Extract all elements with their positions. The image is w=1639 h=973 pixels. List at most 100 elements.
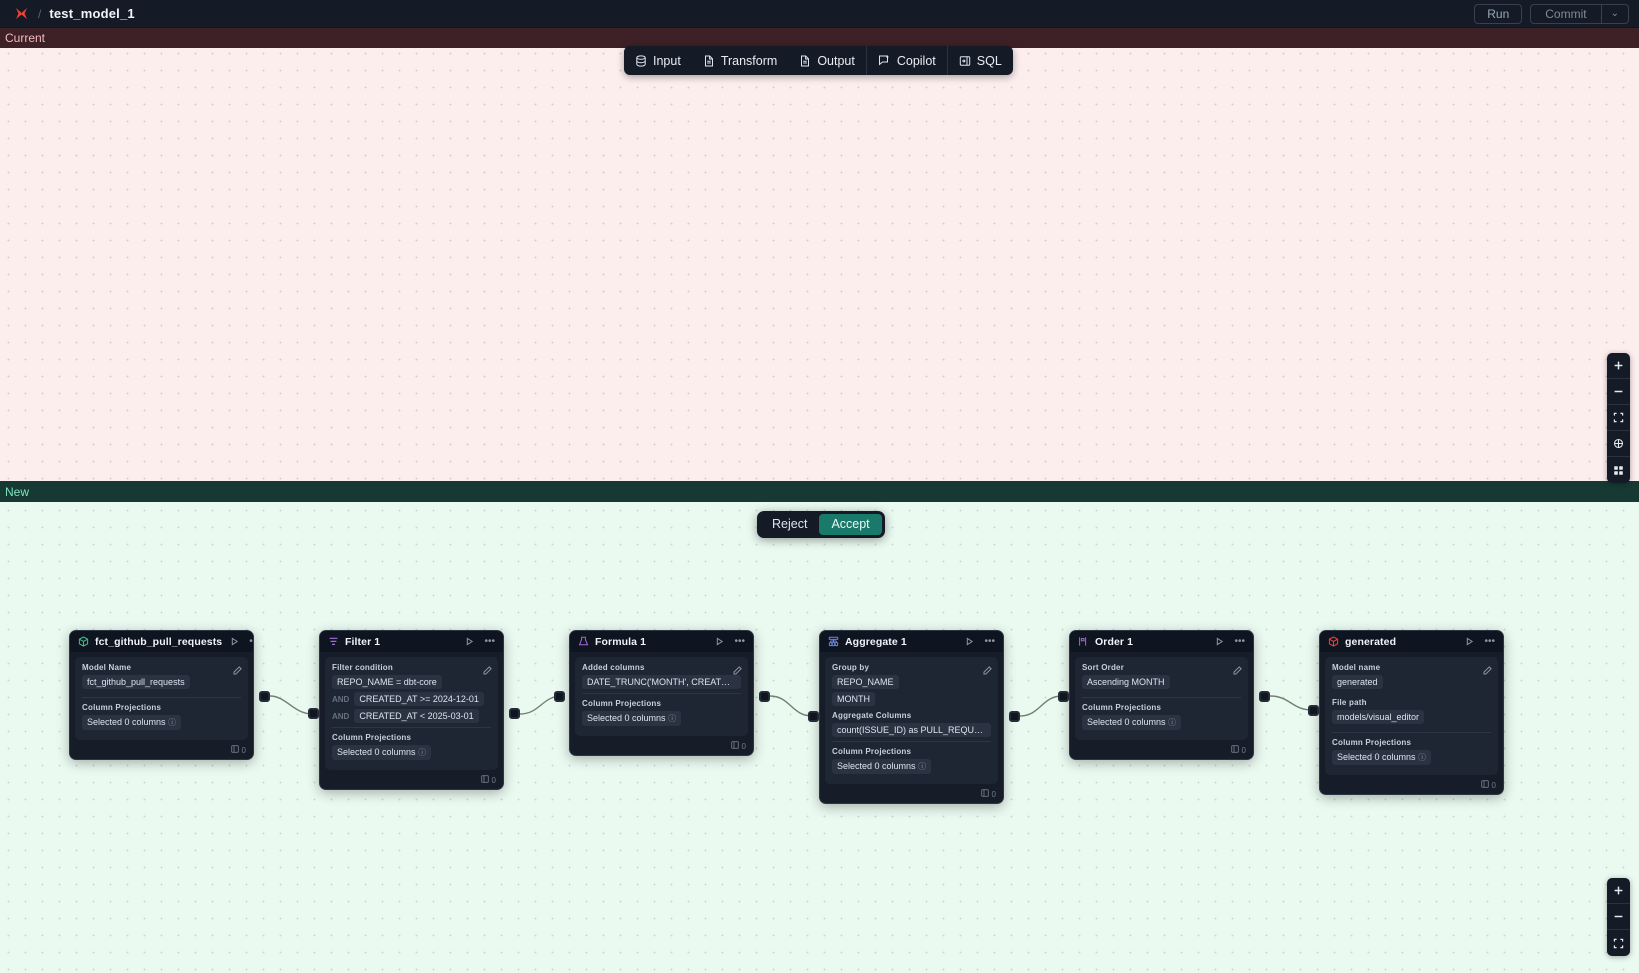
canvas-controls-current xyxy=(1607,353,1630,483)
port-input-generated[interactable] xyxy=(1308,705,1319,716)
rows-icon xyxy=(980,789,989,799)
value-added-columns[interactable]: DATE_TRUNC('MONTH', CREATED_AT… xyxy=(582,675,741,689)
rows-icon xyxy=(1480,780,1489,790)
zoom-in-button[interactable] xyxy=(1607,353,1630,379)
zoom-in-button[interactable] xyxy=(1607,878,1630,904)
node-title: generated xyxy=(1345,635,1397,648)
node-footer: 0 xyxy=(320,775,503,789)
toolbar-item-copilot[interactable]: Copilot xyxy=(865,46,947,75)
node-order-1[interactable]: Order 1 ••• Sort Order Ascending MONTH C… xyxy=(1069,630,1254,761)
value-column-projections[interactable]: Selected 0 columns ⓘ xyxy=(82,715,182,730)
node-more-menu-icon[interactable]: ••• xyxy=(249,636,253,647)
port-output-order[interactable] xyxy=(1259,691,1270,702)
node-header: Order 1 ••• xyxy=(1070,631,1253,652)
edit-pencil-icon[interactable] xyxy=(733,662,742,680)
value-group-by-1[interactable]: REPO_NAME xyxy=(832,675,899,689)
canvas-current[interactable] xyxy=(0,28,1639,481)
toolbar-item-sql[interactable]: SQL xyxy=(946,46,1013,75)
node-run-icon[interactable] xyxy=(228,637,241,646)
value-file-path[interactable]: models/visual_editor xyxy=(1332,710,1425,725)
port-output-formula[interactable] xyxy=(759,691,770,702)
run-button[interactable]: Run xyxy=(1474,3,1523,24)
node-filter-1[interactable]: Filter 1 ••• Filter condition REPO_NAME … xyxy=(319,630,504,791)
field-label-column-projections: Column Projections xyxy=(582,699,662,708)
value-group-by-2[interactable]: MONTH xyxy=(832,692,875,706)
fit-screen-icon[interactable] xyxy=(1607,930,1630,956)
node-toolbar: Input Transform Output Copilot xyxy=(624,46,1013,75)
node-more-menu-icon[interactable]: ••• xyxy=(734,636,745,647)
sql-panel-icon xyxy=(959,55,971,67)
toolbar-item-input[interactable]: Input xyxy=(624,46,692,75)
node-fct-github-pull-requests[interactable]: fct_github_pull_requests ••• Model Name … xyxy=(69,630,254,761)
cube-green-icon xyxy=(78,636,89,647)
value-column-projections[interactable]: Selected 0 columns ⓘ xyxy=(1082,715,1182,730)
port-input-formula[interactable] xyxy=(554,691,565,702)
node-more-menu-icon[interactable]: ••• xyxy=(1234,636,1245,647)
port-output-filter[interactable] xyxy=(509,708,520,719)
pane-label-bar-current: Current xyxy=(0,28,1639,48)
edit-pencil-icon[interactable] xyxy=(233,662,242,680)
node-run-icon[interactable] xyxy=(1213,637,1226,646)
info-icon[interactable]: ⓘ xyxy=(418,748,427,757)
value-sort-order[interactable]: Ascending MONTH xyxy=(1082,675,1170,690)
node-formula-1[interactable]: Formula 1 ••• Added columns DATE_TRUNC('… xyxy=(569,630,754,757)
condition-expression: CREATED_AT >= 2024-12-01 xyxy=(354,692,484,706)
node-run-icon[interactable] xyxy=(463,637,476,646)
value-column-projections[interactable]: Selected 0 columns ⓘ xyxy=(332,745,432,760)
node-generated[interactable]: generated ••• Model name generated File … xyxy=(1319,630,1504,796)
divider xyxy=(582,693,741,694)
node-run-icon[interactable] xyxy=(1463,637,1476,646)
toolbar-item-sql-label: SQL xyxy=(976,53,1002,68)
port-output-source[interactable] xyxy=(259,691,270,702)
canvas-new[interactable]: fct_github_pull_requests ••• Model Name … xyxy=(0,502,1639,973)
info-icon[interactable]: ⓘ xyxy=(918,762,927,771)
zoom-out-button[interactable] xyxy=(1607,904,1630,930)
accept-button[interactable]: Accept xyxy=(819,514,882,535)
field-label-column-projections: Column Projections xyxy=(832,747,912,756)
value-model-name[interactable]: fct_github_pull_requests xyxy=(82,675,190,690)
port-input-aggregate[interactable] xyxy=(808,711,819,722)
fit-screen-icon[interactable] xyxy=(1607,405,1630,431)
commit-button[interactable]: Commit xyxy=(1545,6,1587,21)
value-column-projections[interactable]: Selected 0 columns ⓘ xyxy=(832,759,932,774)
filter-condition-row[interactable]: AND CREATED_AT >= 2024-12-01 xyxy=(332,692,491,706)
info-icon[interactable]: ⓘ xyxy=(668,714,677,723)
edit-pencil-icon[interactable] xyxy=(1483,662,1492,680)
port-input-order[interactable] xyxy=(1058,691,1069,702)
toolbar-item-copilot-label: Copilot xyxy=(896,53,936,68)
recenter-icon[interactable] xyxy=(1607,431,1630,457)
value-column-projections[interactable]: Selected 0 columns ⓘ xyxy=(1332,750,1432,765)
node-body: Added columns DATE_TRUNC('MONTH', CREATE… xyxy=(575,657,748,737)
value-model-name[interactable]: generated xyxy=(1332,675,1383,690)
toolbar-item-transform[interactable]: Transform xyxy=(692,46,789,75)
document-icon xyxy=(703,55,715,67)
edit-pencil-icon[interactable] xyxy=(1233,662,1242,680)
filter-condition-row[interactable]: REPO_NAME = dbt-core xyxy=(332,675,491,689)
edit-pencil-icon[interactable] xyxy=(983,662,992,680)
port-output-aggregate[interactable] xyxy=(1009,711,1020,722)
zoom-out-button[interactable] xyxy=(1607,379,1630,405)
node-aggregate-1[interactable]: Aggregate 1 ••• Group by REPO_NAME MONTH… xyxy=(819,630,1004,805)
node-more-menu-icon[interactable]: ••• xyxy=(484,636,495,647)
grid-icon[interactable] xyxy=(1607,457,1630,483)
port-input-filter[interactable] xyxy=(308,708,319,719)
value-column-projections-text: Selected 0 columns xyxy=(587,713,666,723)
info-icon[interactable]: ⓘ xyxy=(168,718,177,727)
value-column-projections[interactable]: Selected 0 columns ⓘ xyxy=(582,711,682,726)
field-label-filter-condition: Filter condition xyxy=(332,663,393,672)
toolbar-item-output[interactable]: Output xyxy=(788,46,866,75)
node-more-menu-icon[interactable]: ••• xyxy=(1484,636,1495,647)
edit-pencil-icon[interactable] xyxy=(483,662,492,680)
value-aggregate-columns[interactable]: count(ISSUE_ID) as PULL_REQUEST_… xyxy=(832,723,991,737)
reject-button[interactable]: Reject xyxy=(772,517,808,531)
node-run-icon[interactable] xyxy=(963,637,976,646)
node-more-menu-icon[interactable]: ••• xyxy=(984,636,995,647)
node-run-icon[interactable] xyxy=(713,637,726,646)
chevron-down-icon[interactable]: ⌄ xyxy=(1600,4,1628,23)
info-icon[interactable]: ⓘ xyxy=(1418,753,1427,762)
divider xyxy=(1332,732,1491,733)
app-logo-icon[interactable] xyxy=(12,5,30,23)
filter-condition-row[interactable]: AND CREATED_AT < 2025-03-01 xyxy=(332,709,491,723)
field-label-column-projections: Column Projections xyxy=(1332,738,1412,747)
info-icon[interactable]: ⓘ xyxy=(1168,718,1177,727)
